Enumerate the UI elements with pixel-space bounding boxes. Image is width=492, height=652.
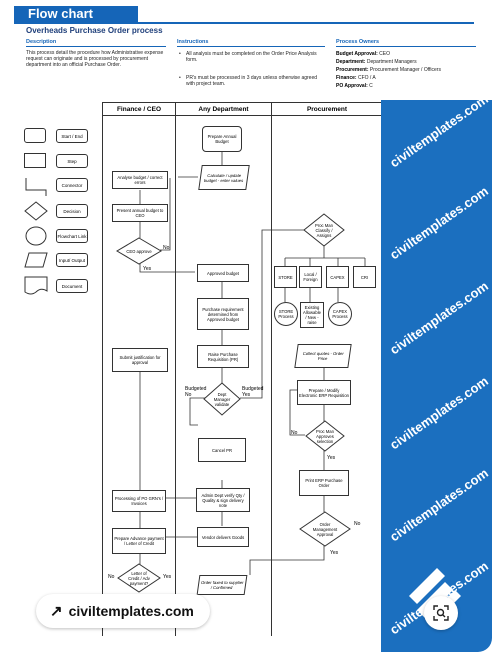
start-end-symbol [24,128,46,143]
owner-row: Department: Department Managers [336,59,417,65]
instructions-heading: Instructions [177,39,209,45]
label-yes: Yes [163,574,172,580]
visual-search-icon [433,605,449,621]
node-existing-allowable: Existing Allowable / New - raise [300,302,324,328]
source-link-button[interactable]: ↗ civiltemplates.com [36,594,210,628]
description-text: This process detail the procedure how Ad… [26,50,164,69]
node-local-foreign: Local / Foreign [299,266,322,288]
instruction-item: All analysis must be completed on the Or… [179,51,321,63]
watermark-text: civiltemplates.com [387,278,491,358]
node-admin-verify: Admin Dept verify Qty / Quality & sign d… [196,488,250,512]
decision-proc-classify-shape [303,213,345,247]
node-letter-credit: Letter of Credit / Adv payment? [128,570,150,586]
node-analyse-budget: Analyse budget / correct errors [112,171,168,189]
node-present-budget: Present annual budget to CEO [112,204,168,222]
label-no: No [291,430,298,436]
node-cancel-pr: Cancel PR [198,438,246,462]
watermark-text: civiltemplates.com [387,100,491,171]
legend-input-output: Input/ Output [56,253,88,267]
decision-symbol [24,201,48,221]
node-prepare-erp: Prepare / Modify Electronic ERP Requisit… [297,380,351,405]
legend-step: Step [56,154,88,168]
process-title: Overheads Purchase Order process [26,26,163,35]
description-heading: Description [26,39,57,45]
north-east-arrow-icon: ↗ [50,603,63,620]
node-prepare-advance: Prepare Advance payment / Letter of Cred… [112,528,166,554]
page-title: Flow chart [14,6,138,22]
node-processing-po: Processing of PO GRN's / Invoices [112,490,166,512]
legend-decision: Decision [56,204,88,218]
step-symbol [24,153,46,168]
label-yes: Yes [327,455,336,461]
legend-connector: Connector [56,178,88,192]
instruction-item: PR's must be processed in 3 days unless … [179,75,321,87]
input-output-symbol [24,252,48,268]
owner-row: PO Approval: C [336,83,373,89]
node-print-erp: Print ERP Purchase Order [299,470,349,496]
node-raise-pr: Raise Purchase Requisition (PR) [197,345,249,368]
watermark-text: civiltemplates.com [387,183,491,263]
node-proc-approves: Proc Man Approves selection [316,428,334,444]
label-budgeted-yes: Budgeted Yes [242,386,264,398]
node-cri: CRI [353,266,376,288]
label-no: No [108,574,115,580]
node-prepare-budget: Prepare Annual Budget [202,126,242,152]
label-yes: Yes [330,550,339,556]
legend-flowchart-link: Flowchart Link [56,229,88,243]
visual-search-button[interactable] [424,596,458,630]
connector-symbol [25,178,47,196]
node-purchase-requirement: Purchase requirement determined from App… [197,298,249,330]
owners-heading: Process Owners [336,39,380,45]
label-no: No [163,245,170,251]
flowchart-link-symbol [25,226,47,246]
decision-proc-approves-shape [305,420,345,452]
label-budgeted-no: Budgeted No [185,386,207,398]
node-submit-justification: Submit justification for approval [112,348,168,372]
node-ceo-approve: CEO approve [126,248,152,254]
node-proc-classify: Proc Man Classify / Assigns [315,222,333,238]
node-capex: CAPEX [326,266,349,288]
title-divider [14,22,474,24]
node-store-process: STORE Process [274,302,298,326]
node-order-faxed: Order faxed to supplier / Confirmed [196,575,248,595]
node-dept-manager-validate: Dept Manager validate [213,391,231,407]
lane-header-procurement: Procurement [271,102,383,116]
lane-header-department: Any Department [175,102,272,116]
decision-dept-manager-shape [203,382,241,416]
node-vendor-delivers: Vendor delivers Goods [197,527,249,547]
node-store: STORE [274,266,297,288]
node-order-mgmt-approval: Order Management Approval [312,521,338,537]
owner-row: Budget Approval: CEO [336,51,390,57]
decision-letter-credit-shape [117,563,161,593]
owner-row: Finance: CFO / A [336,75,376,81]
owners-divider [336,46,476,47]
watermark-panel: civiltemplates.com civiltemplates.com ci… [381,100,492,652]
node-capex-process: CAPEX Process [328,302,352,326]
legend-document: Document [56,279,88,293]
decision-order-mgmt-shape [299,511,351,547]
document-symbol [24,276,48,295]
node-approved-budget: Approved budget [197,264,249,282]
node-calculate-budget: Calculate / update budget - enter values [198,165,250,190]
decision-ceo-approve-shape [116,237,162,265]
legend-start-end: Start / End [56,129,88,143]
instructions-divider [177,46,325,47]
label-yes: Yes [143,266,152,272]
owner-row: Procurement: Procurement Manager / Offic… [336,67,441,73]
watermark-text: civiltemplates.com [387,373,491,453]
watermark-text: civiltemplates.com [387,465,491,545]
source-link-label: civiltemplates.com [68,603,194,619]
label-no: No [354,521,361,527]
node-collect-quotes: Collect quotes - Order Price [294,344,352,368]
description-divider [26,46,166,47]
